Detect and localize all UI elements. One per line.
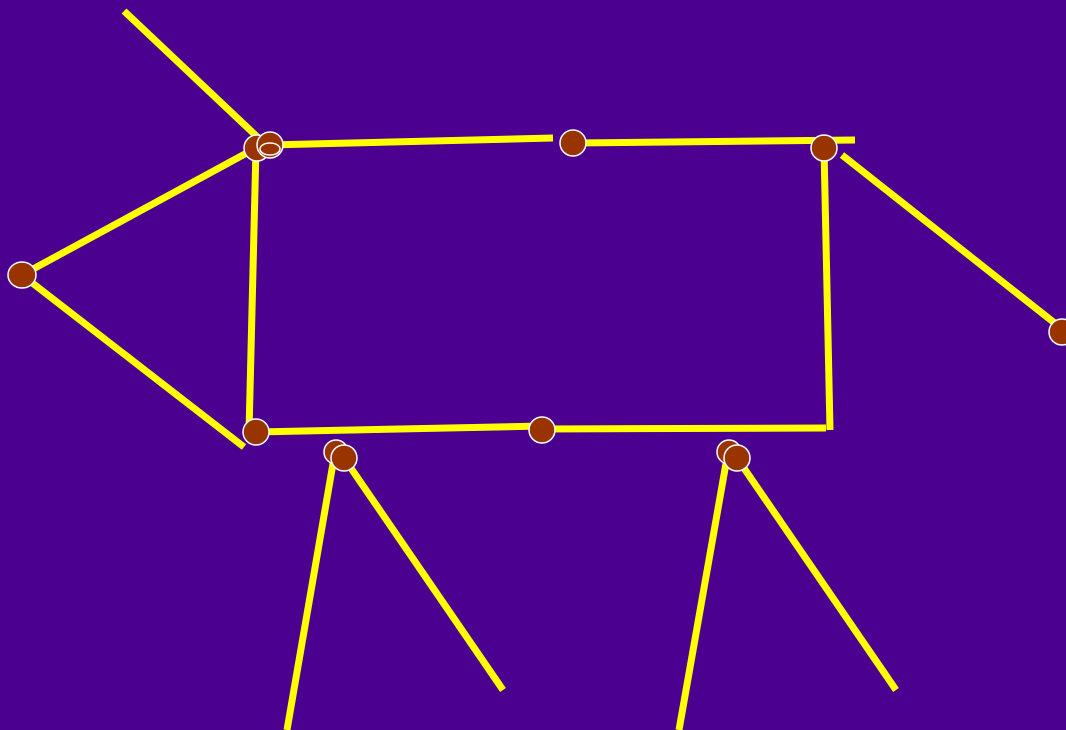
joint-top-right[interactable] [811,135,837,161]
stick-body-left[interactable] [249,148,256,432]
stick-head-lower[interactable] [22,275,244,447]
joint-bottom-middle[interactable] [529,417,555,443]
joint-nose[interactable] [8,262,36,288]
stick-head-horn[interactable] [124,11,268,147]
stick-body-right[interactable] [824,148,830,430]
stick-rear-leg-back[interactable] [679,452,728,730]
stick-bottom-right[interactable] [542,428,826,429]
joints-group [8,130,1066,471]
joint-bottom-left[interactable] [243,419,269,445]
stick-top-left[interactable] [268,138,553,145]
stick-head-upper[interactable] [22,148,256,275]
stick-bottom-left[interactable] [256,426,542,432]
stick-front-leg-back[interactable] [287,452,335,730]
matchsticks-group [22,11,1066,730]
stick-front-leg-fore[interactable] [344,458,503,690]
joint-top-middle[interactable] [560,130,586,156]
joint-front-hip-b[interactable] [331,445,357,471]
stick-tail[interactable] [842,155,1066,332]
joint-rear-hip-b[interactable] [724,445,750,471]
joint-head-corner-c[interactable] [260,143,280,155]
stick-rear-leg-fore[interactable] [737,458,896,690]
